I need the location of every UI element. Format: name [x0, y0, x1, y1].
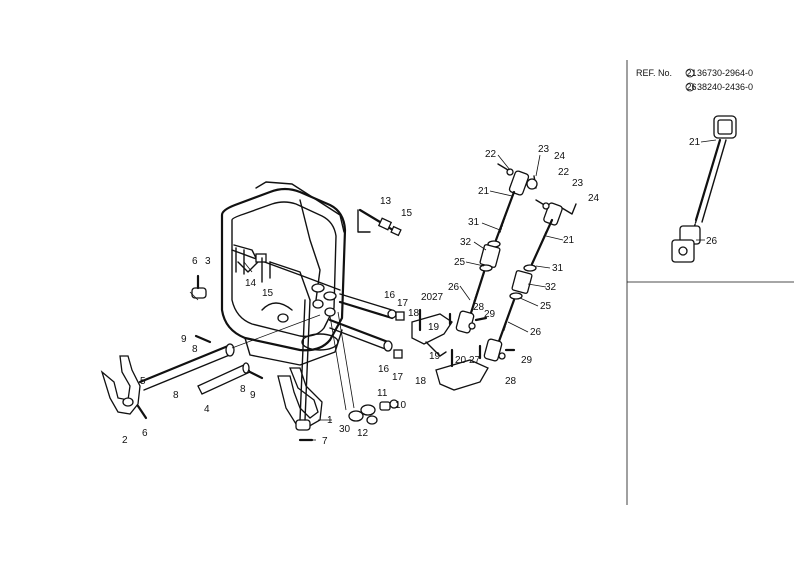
- rod-assembly-left: [448, 163, 538, 334]
- callout-7: 7: [322, 436, 328, 447]
- reference-numbers: REF. No. 21 36730-2964-0 26 38240-2436-0: [636, 68, 753, 92]
- callout-22a: 22: [485, 149, 497, 160]
- inset-callout-26: 26: [706, 236, 718, 247]
- callout-13: 13: [380, 196, 392, 207]
- rod-assembly-right: [478, 199, 577, 362]
- gear-case-housing: [220, 181, 347, 366]
- shift-fork-2: [100, 355, 141, 415]
- callout-32b: 32: [545, 282, 557, 293]
- callout-6b: 6: [142, 428, 148, 439]
- callout-10: 10: [395, 400, 407, 411]
- callout-26a: 26: [448, 282, 460, 293]
- callout-14: 14: [245, 278, 257, 289]
- callout-28b: 28: [505, 376, 517, 387]
- bracket-13: [357, 208, 402, 237]
- callout-20a: 20: [421, 292, 433, 303]
- callout-27a: 27: [432, 292, 444, 303]
- callout-25a: 25: [454, 257, 466, 268]
- ref-marker-21: 21: [687, 68, 697, 78]
- callout-1: 1: [327, 415, 333, 426]
- callout-31b: 31: [552, 263, 564, 274]
- callout-26b: 26: [530, 327, 542, 338]
- callout-15b: 15: [262, 288, 274, 299]
- callout-29b: 29: [521, 355, 533, 366]
- callout-23a: 23: [538, 144, 550, 155]
- ref-marker-26: 26: [687, 82, 697, 92]
- ref-number-26: 38240-2436-0: [697, 82, 753, 92]
- washer-bolt-10-11-12-30: [348, 399, 399, 425]
- callout-9b: 9: [250, 390, 256, 401]
- shift-lever-18-upper: [411, 308, 453, 357]
- callout-11: 11: [377, 388, 388, 399]
- inset-joint-26: [671, 225, 701, 263]
- callout-18a: 18: [408, 308, 420, 319]
- callout-16a: 16: [384, 290, 396, 301]
- callout-9a: 9: [181, 334, 187, 345]
- shift-rod-center: [299, 299, 355, 421]
- callout-6a: 6: [192, 256, 198, 267]
- leader-lines: [189, 154, 564, 441]
- shift-shaft-16-lower: [328, 318, 403, 359]
- ref-number-21: 36730-2964-0: [697, 68, 753, 78]
- callout-29a: 29: [484, 309, 496, 320]
- callout-21a: 21: [478, 186, 490, 197]
- callout-23b: 23: [572, 178, 584, 189]
- callout-32a: 32: [460, 237, 472, 248]
- callout-12: 12: [357, 428, 369, 439]
- callout-20b: 20: [455, 355, 467, 366]
- callout-8b: 8: [173, 390, 179, 401]
- callout-8a: 8: [192, 344, 198, 355]
- callout-19b: 19: [429, 351, 441, 362]
- callout-24a: 24: [554, 151, 566, 162]
- ref-prefix: REF. No.: [636, 68, 672, 78]
- callout-2: 2: [122, 435, 128, 446]
- callout-8c: 8: [240, 384, 246, 395]
- callout-22b: 22: [558, 167, 570, 178]
- inset-rod-21: [693, 115, 737, 229]
- callout-15a: 15: [401, 208, 413, 219]
- callout-21b: 21: [563, 235, 575, 246]
- callout-31a: 31: [468, 217, 480, 228]
- callout-labels: 1 2 3 4 5 6 6 7 8 8 8 9 9 10 11 12 13 14…: [122, 144, 600, 447]
- callout-3: 3: [205, 256, 211, 267]
- shift-shaft-16-upper: [338, 293, 405, 321]
- callout-25b: 25: [540, 301, 552, 312]
- callout-18b: 18: [415, 376, 427, 387]
- callout-17b: 17: [392, 372, 404, 383]
- callout-24b: 24: [588, 193, 600, 204]
- shift-lever-18-lower: [435, 348, 489, 391]
- inset-callout-21: 21: [689, 137, 701, 148]
- callout-17a: 17: [397, 298, 409, 309]
- spring-pin-9: [194, 334, 264, 380]
- callout-28a: 28: [473, 302, 485, 313]
- callout-27b: 27: [469, 355, 481, 366]
- callout-30: 30: [339, 424, 351, 435]
- callout-4: 4: [204, 404, 210, 415]
- lock-pin-6-3: [136, 274, 207, 420]
- pin-assembly-14-15: [235, 247, 271, 283]
- callout-5: 5: [140, 376, 146, 387]
- shift-shaft-5: [138, 314, 321, 391]
- callout-16b: 16: [378, 364, 390, 375]
- callout-19a: 19: [428, 322, 440, 333]
